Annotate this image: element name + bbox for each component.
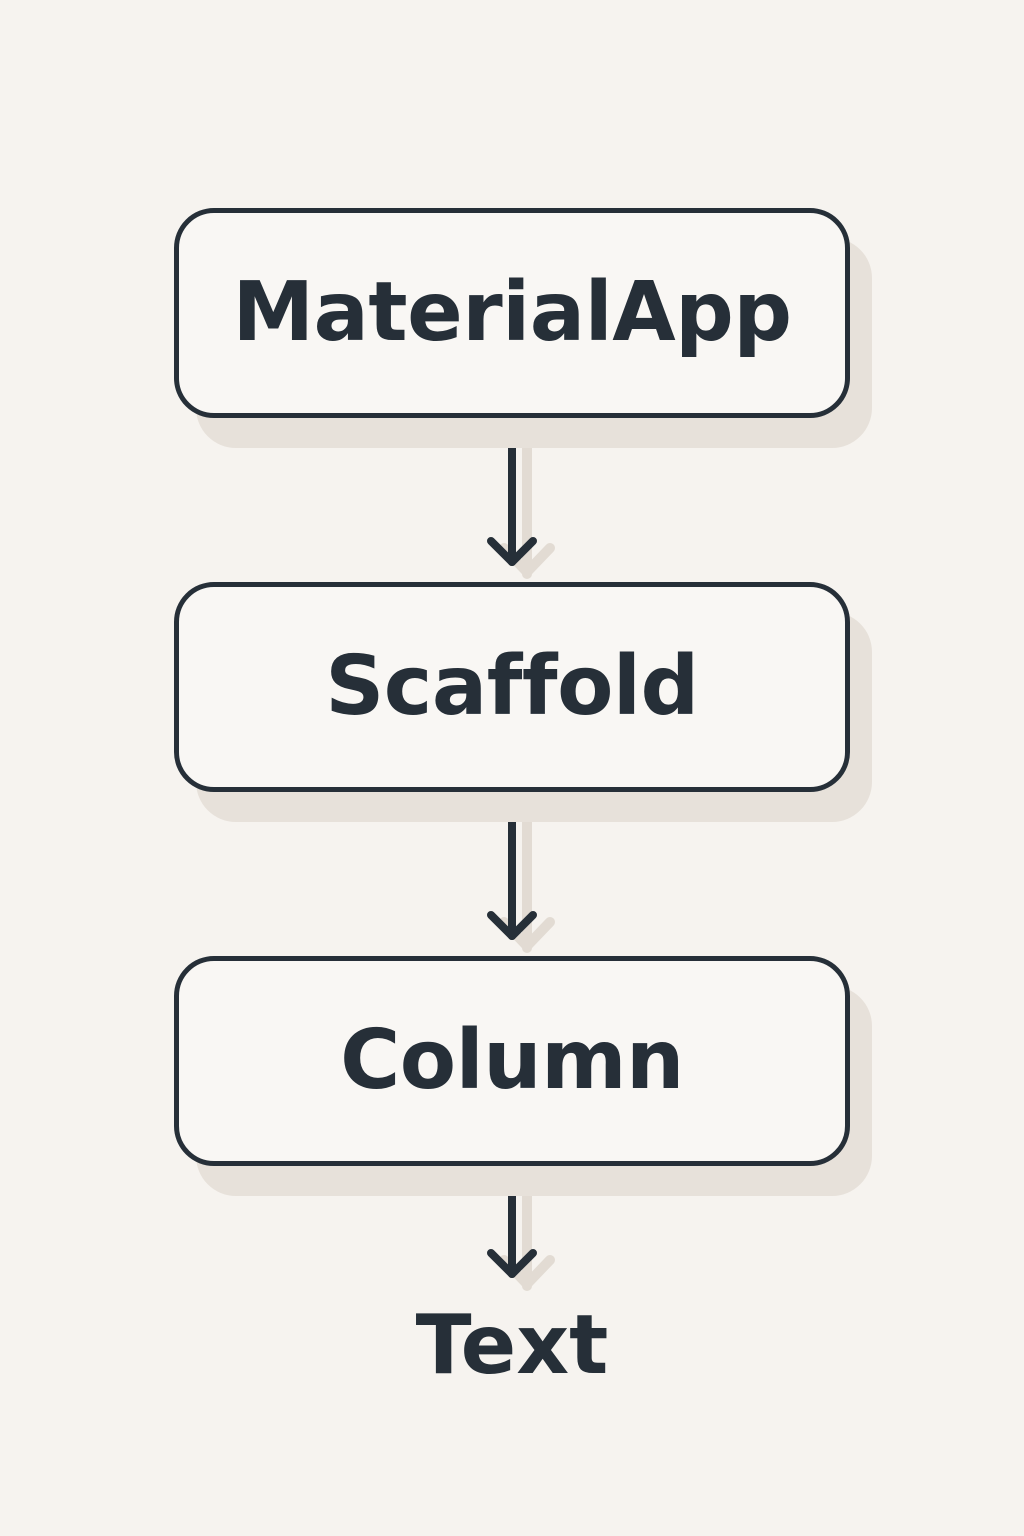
node-scaffold: Scaffold [174,582,850,792]
node-column: Column [174,956,850,1166]
arrow-head [487,537,537,566]
arrow-scaffold-to-column [487,788,537,940]
node-label: MaterialApp [232,265,792,360]
arrow-materialapp-to-scaffold [487,414,537,566]
arrow-head [487,1249,537,1278]
node-label: Scaffold [325,639,699,734]
leaf-node-text: Text [415,1298,609,1393]
node-materialapp: MaterialApp [174,208,850,418]
node-label: Column [340,1013,684,1108]
arrow-head [487,911,537,940]
arrow-column-to-text [487,1162,537,1278]
